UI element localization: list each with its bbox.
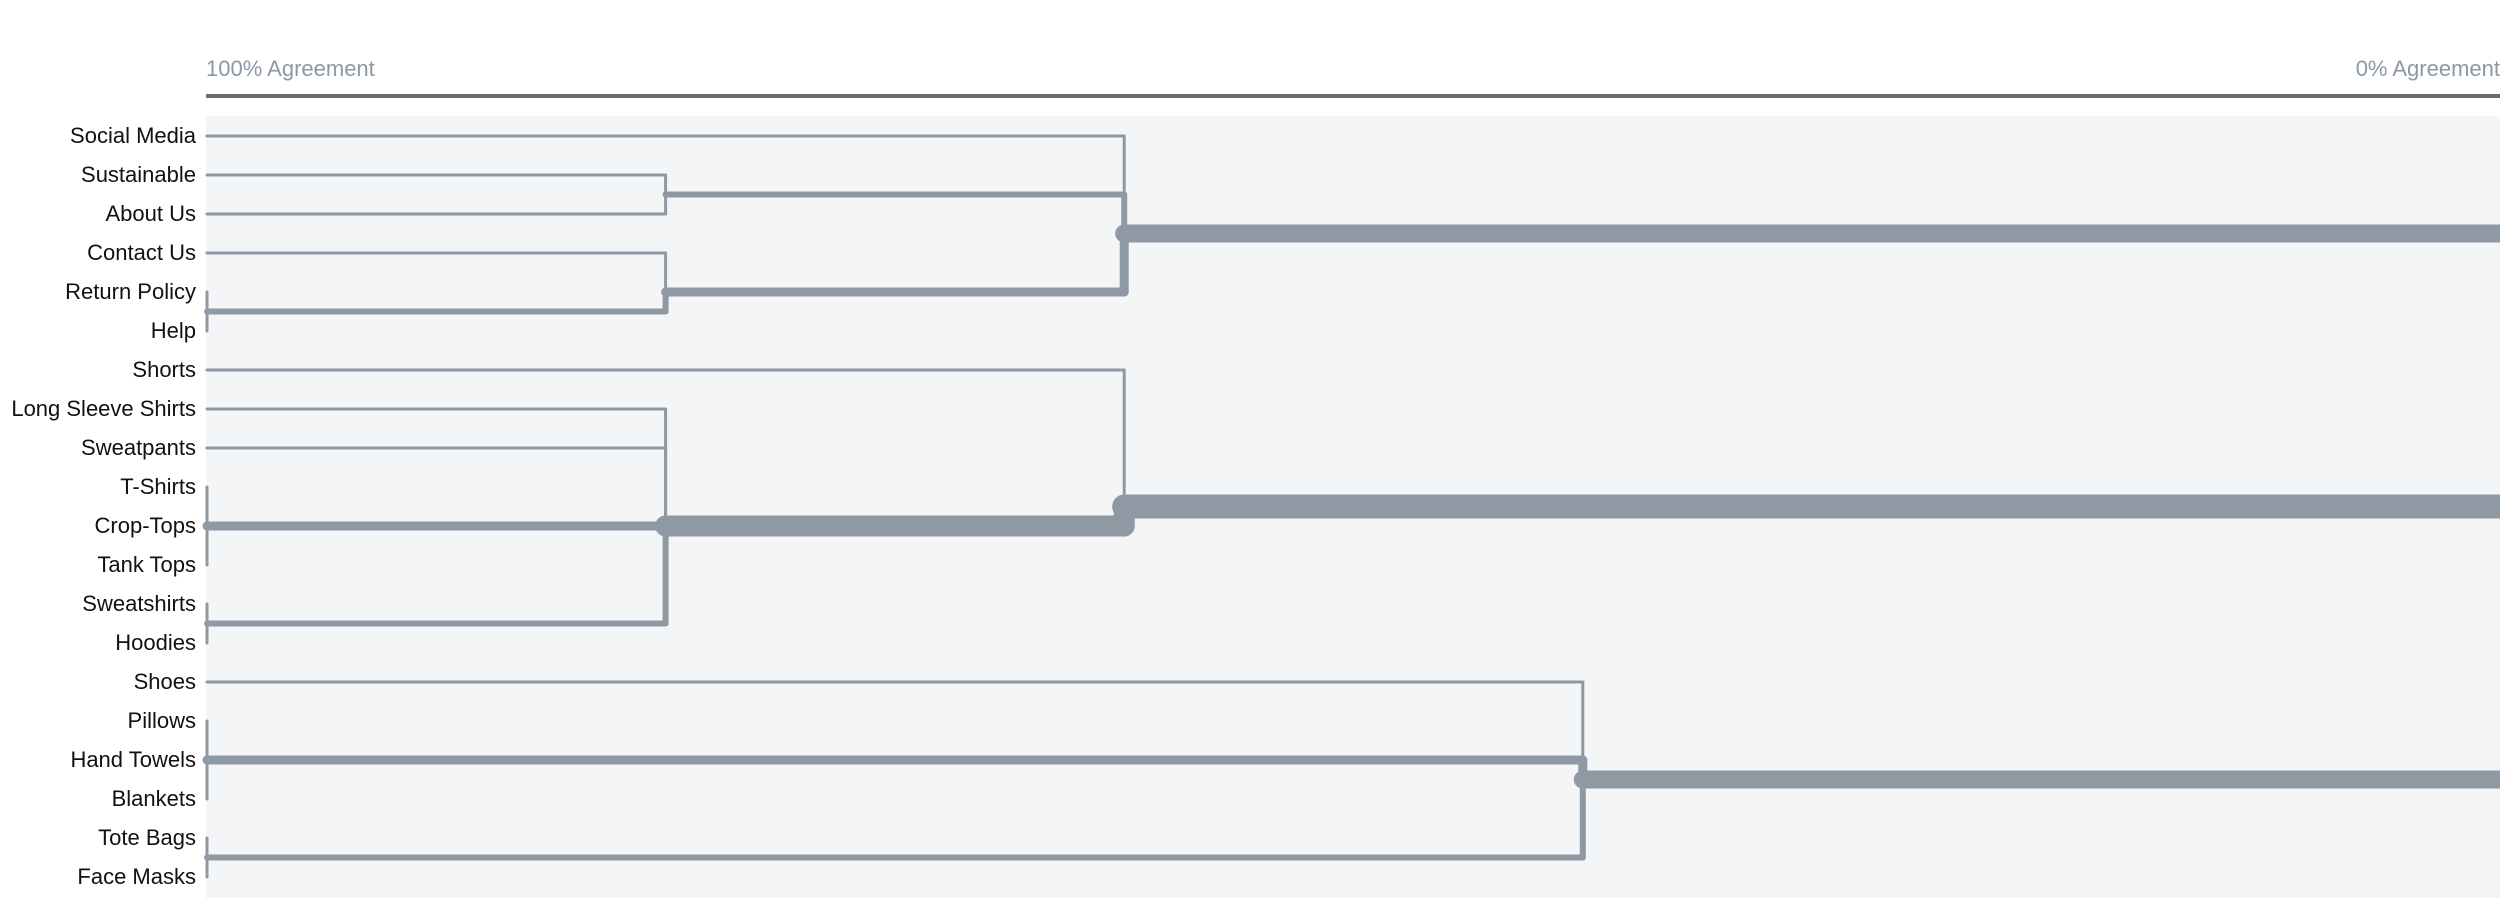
leaf-label: Sustainable	[81, 162, 196, 187]
leaf-label: Blankets	[111, 786, 196, 811]
leaf-label: Tank Tops	[97, 552, 196, 577]
leaf-label: Long Sleeve Shirts	[11, 396, 196, 421]
leaf-label: Shorts	[132, 357, 196, 382]
leaf-label: Crop-Tops	[94, 513, 196, 538]
axis-line	[206, 94, 2500, 98]
leaf-label: Social Media	[70, 123, 196, 148]
leaf-label: Shoes	[133, 669, 196, 694]
leaf-label: Pillows	[127, 708, 196, 733]
leaf-label: Hand Towels	[70, 747, 196, 772]
leaf-label: Contact Us	[87, 240, 196, 265]
leaf-label: Tote Bags	[98, 825, 196, 850]
leaf-label: Sweatpants	[81, 435, 196, 460]
leaf-label: Help	[150, 318, 196, 343]
axis-label-right: 0% Agreement	[2355, 56, 2500, 81]
leaf-label: Face Masks	[77, 864, 196, 889]
leaf-label: Hoodies	[115, 630, 196, 655]
axis-label-left: 100% Agreement	[206, 56, 375, 81]
leaf-label: T-Shirts	[120, 474, 196, 499]
leaf-label: Return Policy	[65, 279, 196, 304]
leaf-label: About Us	[105, 201, 197, 226]
leaf-label: Sweatshirts	[82, 591, 196, 616]
